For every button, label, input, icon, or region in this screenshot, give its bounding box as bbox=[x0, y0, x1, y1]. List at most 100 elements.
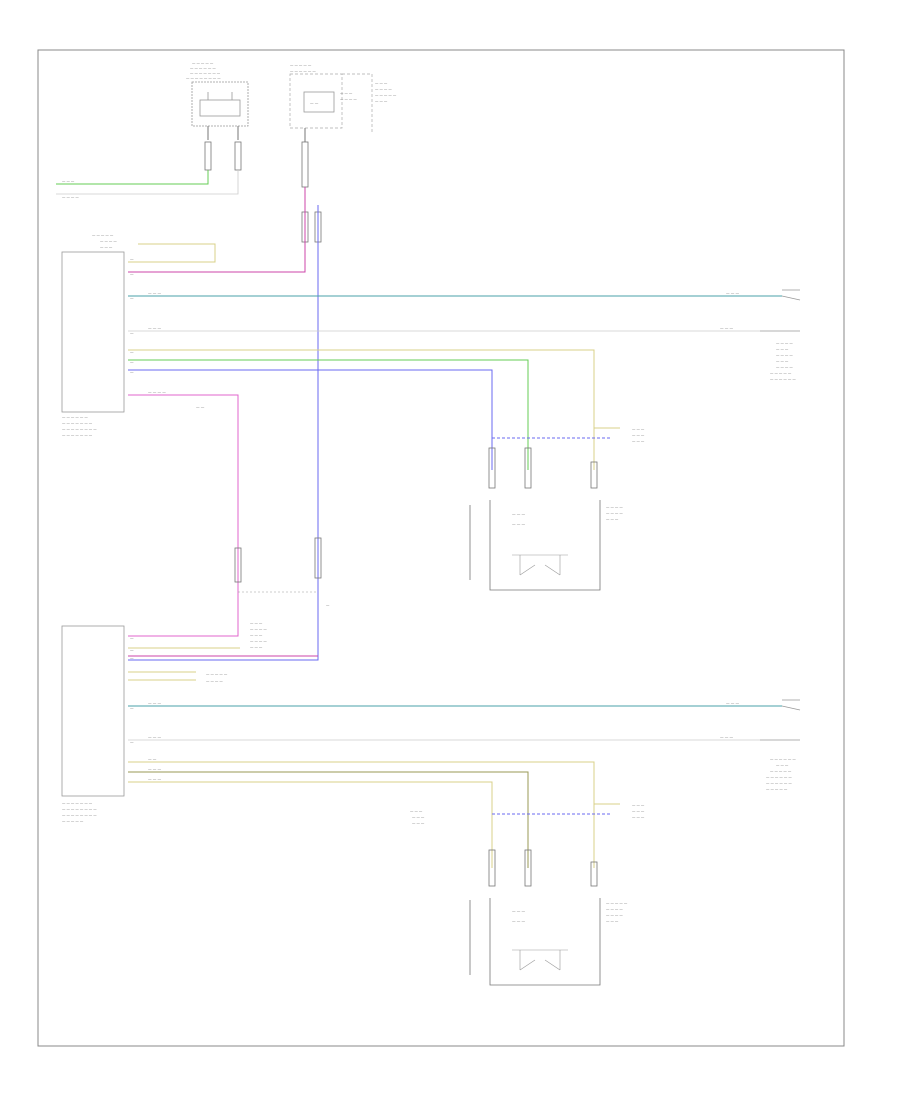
svg-text:— —: — — bbox=[148, 757, 157, 761]
svg-text:—: — bbox=[130, 656, 134, 660]
svg-text:— — — —: — — — — bbox=[375, 87, 392, 91]
svg-text:— — —: — — — bbox=[606, 919, 619, 923]
svg-text:—: — bbox=[130, 296, 134, 300]
svg-text:— — —: — — — bbox=[720, 326, 733, 330]
svg-text:— — —: — — — bbox=[776, 763, 789, 767]
svg-text:— —: — — bbox=[196, 405, 205, 409]
svg-text:— — — — — — — —: — — — — — — — — bbox=[62, 807, 97, 811]
svg-text:— — —: — — — bbox=[148, 777, 161, 781]
svg-text:— — — — — — — —: — — — — — — — — bbox=[62, 427, 97, 431]
svg-text:— — — — —: — — — — — bbox=[770, 769, 792, 773]
svg-text:—: — bbox=[130, 370, 134, 374]
svg-text:— — —: — — — bbox=[632, 809, 645, 813]
svg-text:— — — —: — — — — bbox=[776, 365, 793, 369]
svg-text:— — — — —: — — — — — bbox=[770, 371, 792, 375]
lower-switch-assembly: — — — — — — — — — — — — — — — — — — — — … bbox=[469, 898, 628, 986]
svg-text:— —: — — bbox=[310, 101, 319, 105]
svg-text:— — — — —: — — — — — bbox=[92, 233, 114, 237]
upper-crossover: — — — — — — — — — bbox=[488, 427, 645, 489]
svg-text:— — —: — — — bbox=[512, 522, 525, 526]
svg-text:— — — — —: — — — — — bbox=[290, 63, 312, 67]
svg-text:— — —: — — — bbox=[412, 815, 425, 819]
svg-text:— — —: — — — bbox=[632, 815, 645, 819]
upper-module-wires: — — — — — — — — — — — — — — — — — — — — … bbox=[128, 243, 782, 637]
svg-text:—: — bbox=[326, 603, 330, 607]
upper-right-sensor: — — — — — — — — — — — — — — — — — — — — … bbox=[760, 289, 801, 381]
svg-text:— — —: — — — bbox=[512, 919, 525, 923]
svg-text:— — — — — — —: — — — — — — — bbox=[62, 801, 93, 805]
svg-text:— — — — — —: — — — — — — bbox=[190, 66, 216, 70]
svg-text:— — — —: — — — — bbox=[606, 913, 623, 917]
connector-markers-top bbox=[204, 141, 322, 243]
svg-text:— — — —: — — — — bbox=[776, 341, 793, 345]
upper-left-module: — — — — — — — — — — — — — — — — — — — — … bbox=[61, 233, 125, 437]
svg-text:— — — — — — —: — — — — — — — bbox=[62, 421, 93, 425]
svg-text:—: — bbox=[130, 350, 134, 354]
wire-green-top bbox=[56, 170, 209, 185]
svg-text:— — — —: — — — — bbox=[606, 505, 623, 509]
svg-text:— — —: — — — bbox=[100, 245, 113, 249]
svg-text:— — — — — —: — — — — — — bbox=[770, 757, 796, 761]
svg-text:— — — —: — — — — bbox=[62, 195, 79, 199]
top-left-switch: — — — — — — — — — — — — — — — — — — — — … bbox=[186, 61, 249, 140]
svg-text:— — — — — —: — — — — — — bbox=[770, 377, 796, 381]
svg-text:— — —: — — — bbox=[632, 439, 645, 443]
svg-text:— — —: — — — bbox=[606, 517, 619, 521]
svg-text:— — —: — — — bbox=[250, 645, 263, 649]
svg-text:— — — — — —: — — — — — — bbox=[766, 781, 792, 785]
svg-text:— — — —: — — — — bbox=[606, 907, 623, 911]
svg-text:— — — — — —: — — — — — — bbox=[62, 415, 88, 419]
svg-text:— — — — —: — — — — — bbox=[206, 672, 228, 676]
svg-text:—: — bbox=[130, 706, 134, 710]
svg-text:— — — — —: — — — — — bbox=[375, 93, 397, 97]
svg-text:— — — —: — — — — bbox=[100, 239, 117, 243]
svg-text:— — — —: — — — — bbox=[206, 679, 223, 683]
svg-text:— — — —: — — — — bbox=[606, 511, 623, 515]
svg-text:— — — —: — — — — bbox=[250, 627, 267, 631]
svg-text:— — —: — — — bbox=[720, 735, 733, 739]
svg-text:— — —: — — — bbox=[410, 809, 423, 813]
svg-text:— — — — — — —: — — — — — — — bbox=[62, 433, 93, 437]
upper-switch-assembly: — — — — — — — — — — — — — — — — — bbox=[469, 500, 623, 591]
svg-text:— — —: — — — bbox=[375, 81, 388, 85]
svg-text:—: — bbox=[130, 257, 134, 261]
svg-text:— — —: — — — bbox=[148, 326, 161, 330]
svg-text:— — — — — —: — — — — — — bbox=[290, 69, 316, 73]
svg-text:—: — bbox=[130, 331, 134, 335]
svg-text:— — —: — — — bbox=[340, 91, 353, 95]
center-annotation: — — — — — — — — — bbox=[410, 809, 425, 825]
top-center-module: — — — — — — — — — — — — — — — — — — — — … bbox=[289, 63, 397, 142]
svg-text:— — —: — — — bbox=[148, 701, 161, 705]
diagram-frame bbox=[37, 49, 845, 1047]
svg-text:— — —: — — — bbox=[148, 291, 161, 295]
lower-right-sensor: — — — — — — — — — — — — — — — — — — — — … bbox=[760, 699, 801, 791]
svg-text:— — —: — — — bbox=[512, 512, 525, 516]
svg-text:—: — bbox=[130, 272, 134, 276]
svg-text:— — — —: — — — — bbox=[776, 353, 793, 357]
svg-text:—: — bbox=[130, 636, 134, 640]
svg-text:— — —: — — — bbox=[412, 821, 425, 825]
svg-text:— — —: — — — bbox=[632, 427, 645, 431]
wire-blue-main bbox=[128, 205, 319, 661]
svg-text:— — —: — — — bbox=[726, 291, 739, 295]
svg-text:— — — —: — — — — bbox=[148, 390, 166, 394]
svg-text:— — — — —: — — — — — bbox=[192, 61, 214, 65]
svg-text:— — —: — — — bbox=[776, 347, 789, 351]
wire-magenta-top bbox=[128, 187, 306, 273]
svg-text:— — —: — — — bbox=[250, 621, 263, 625]
wire-white-top bbox=[56, 170, 239, 195]
svg-text:— — —: — — — bbox=[776, 359, 789, 363]
svg-text:— — —: — — — bbox=[375, 99, 388, 103]
svg-text:— — —: — — — bbox=[250, 633, 263, 637]
svg-text:— — —: — — — bbox=[512, 909, 525, 913]
lower-module-wires: — — — — — — — — — — — — — — — — — — — — … bbox=[128, 636, 782, 868]
svg-text:— — —: — — — bbox=[62, 179, 75, 183]
svg-text:— — —: — — — bbox=[632, 803, 645, 807]
svg-text:— — — — — — —: — — — — — — — bbox=[190, 71, 221, 75]
lower-left-module: — — — — — — — — — — — — — — — — — — — — … bbox=[61, 625, 125, 823]
svg-text:— — —: — — — bbox=[148, 735, 161, 739]
svg-text:— — — — —: — — — — — bbox=[606, 901, 628, 905]
svg-text:— — —: — — — bbox=[148, 767, 161, 771]
svg-text:—: — bbox=[130, 648, 134, 652]
